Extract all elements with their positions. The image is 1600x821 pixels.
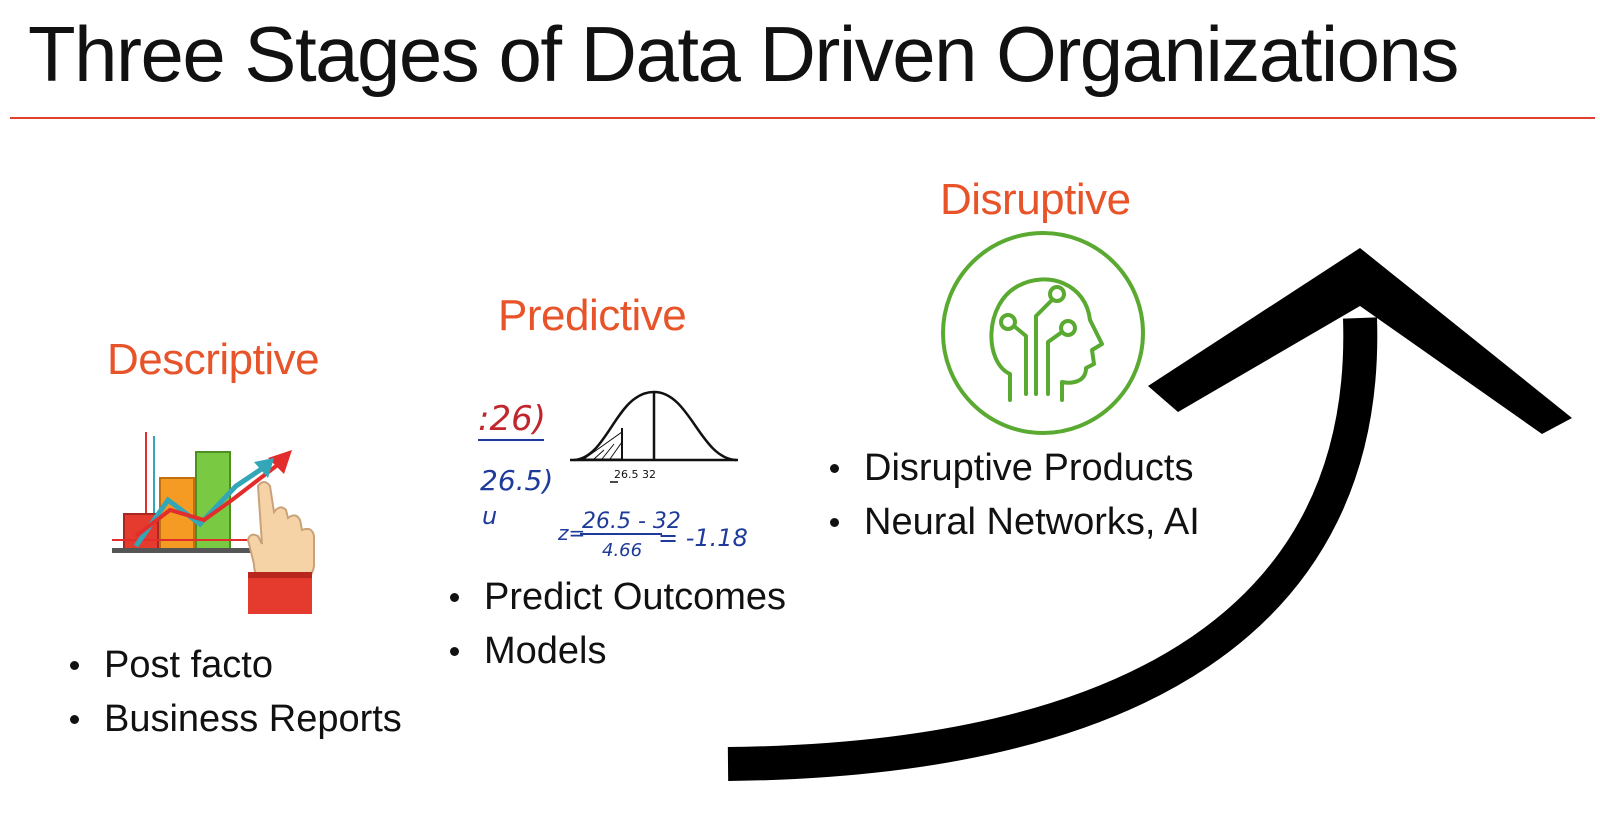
list-item: Models [446, 624, 786, 678]
sketch-text-top: :26) [478, 399, 546, 439]
sketch-tick-b: 32 [642, 468, 656, 481]
list-item: Business Reports [66, 692, 402, 746]
list-item: Neural Networks, AI [826, 495, 1200, 549]
slide-title: Three Stages of Data Driven Organization… [28, 10, 1459, 98]
sketch-tick-a: 26.5 [614, 468, 639, 481]
title-divider [10, 117, 1595, 119]
predictive-bullet-list: Predict Outcomes Models [446, 570, 786, 678]
sketch-text-bottom: u [482, 502, 497, 530]
sketch-text-mid: 26.5) [480, 464, 553, 497]
ai-head-circuit-icon [941, 231, 1145, 435]
descriptive-bullet-list: Post facto Business Reports [66, 638, 402, 746]
disruptive-bullet-list: Disruptive Products Neural Networks, AI [826, 441, 1200, 549]
sketch-formula-result: = -1.18 [658, 524, 748, 552]
normal-distribution-sketch-icon: :26) 26.5) u 26.5 32 z= 26.5 - 32 4.66 =… [478, 390, 748, 561]
stage-heading-descriptive: Descriptive [107, 335, 320, 384]
sketch-formula-numerator: 26.5 - 32 [582, 509, 681, 534]
bar-chart-hand-icon [112, 432, 315, 614]
list-item: Post facto [66, 638, 402, 692]
list-item: Predict Outcomes [446, 570, 786, 624]
stage-heading-predictive: Predictive [498, 291, 687, 340]
list-item: Disruptive Products [826, 441, 1200, 495]
stage-heading-disruptive: Disruptive [940, 175, 1131, 224]
sketch-formula-denominator: 4.66 [602, 540, 642, 561]
